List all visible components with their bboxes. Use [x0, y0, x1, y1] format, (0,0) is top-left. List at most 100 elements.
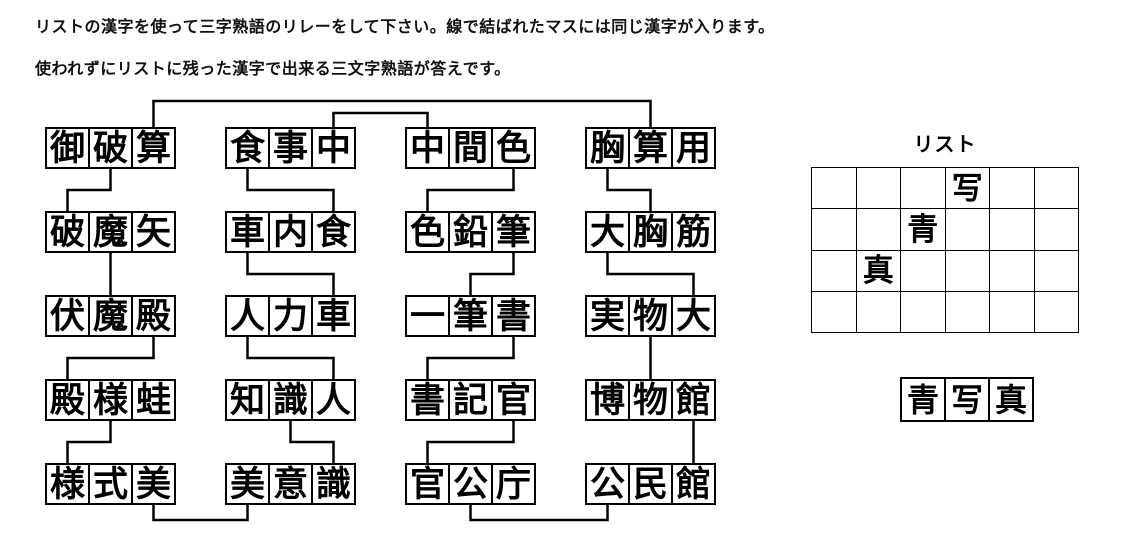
list-cell: [945, 291, 989, 332]
list-cell: [901, 291, 945, 332]
connector-tono: [66, 337, 155, 379]
kanji-cell: 館: [671, 463, 716, 505]
kanji-cell: 識: [311, 463, 356, 505]
kanji-cell: 様: [88, 379, 133, 421]
kanji-cell: 内: [268, 211, 313, 253]
kanji-cell: 実: [585, 295, 630, 337]
connector-kuruma: [246, 253, 335, 295]
kanji-cell: 大: [585, 211, 630, 253]
kanji-cell: 蛙: [131, 379, 176, 421]
list-cell: [990, 209, 1034, 250]
connector-kou: [469, 505, 609, 522]
kanji-cell: 胸: [585, 127, 630, 169]
list-cell: [812, 209, 856, 250]
kanji-cell: 力: [268, 295, 313, 337]
word-box-c1-r2: 破 魔 矢: [45, 211, 176, 253]
kanji-cell: 用: [671, 127, 716, 169]
answer-cell: 真: [988, 377, 1034, 422]
word-box-c2-r1: 食 事 中: [225, 127, 356, 169]
list-cell: [812, 291, 856, 332]
list-cell: [901, 168, 945, 209]
kanji-cell: 人: [225, 295, 270, 337]
kanji-cell: 式: [88, 463, 133, 505]
kanji-cell: 美: [225, 463, 270, 505]
list-cell: [990, 291, 1034, 332]
connector-naka: [332, 111, 429, 127]
list-cell: 青: [901, 209, 945, 250]
connector-mune: [606, 169, 652, 211]
connector-iro: [426, 169, 515, 211]
list-cell: [990, 168, 1034, 209]
kanji-cell: 殿: [45, 379, 90, 421]
connector-dai: [606, 253, 695, 295]
connector-sho: [426, 337, 515, 379]
kanji-cell: 博: [585, 379, 630, 421]
connector-san: [152, 99, 652, 127]
list-cell: [1034, 209, 1078, 250]
kanji-cell: 館: [671, 379, 716, 421]
kanji-cell: 間: [448, 127, 493, 169]
kanji-cell: 中: [311, 127, 356, 169]
word-box-c4-r2: 大 胸 筋: [585, 211, 716, 253]
kanji-cell: 魔: [88, 211, 133, 253]
word-box-c3-r4: 書 記 官: [405, 379, 536, 421]
connector-hito: [246, 337, 335, 379]
list-cell: 真: [856, 250, 900, 291]
connector-fude: [469, 253, 515, 295]
kanji-cell: 矢: [131, 211, 176, 253]
list-cell: [856, 291, 900, 332]
list-cell: [945, 250, 989, 291]
list-title: リスト: [913, 134, 977, 156]
kanji-cell: 筆: [491, 211, 536, 253]
connector-sama: [66, 421, 112, 463]
word-box-c2-r2: 車 内 食: [225, 211, 356, 253]
kanji-cell: 車: [225, 211, 270, 253]
instruction-line-2: 使われずにリストに残った漢字で出来る三文字熟語が答えです。: [35, 61, 511, 78]
list-cell: [1034, 168, 1078, 209]
kanji-cell: 大: [671, 295, 716, 337]
kanji-cell: 識: [268, 379, 313, 421]
kanji-cell: 筋: [671, 211, 716, 253]
kanji-cell: 車: [311, 295, 356, 337]
kanji-cell: 事: [268, 127, 313, 169]
word-box-c4-r3: 実 物 大: [585, 295, 716, 337]
kanji-cell: 官: [405, 463, 450, 505]
kanji-cell: 美: [131, 463, 176, 505]
kanji-cell: 意: [268, 463, 313, 505]
kanji-cell: 鉛: [448, 211, 493, 253]
list-cell: [812, 250, 856, 291]
connector-shoku: [246, 169, 335, 211]
kanji-cell: 書: [405, 379, 450, 421]
kanji-cell: 公: [585, 463, 630, 505]
kanji-cell: 魔: [88, 295, 133, 337]
kanji-cell: 御: [45, 127, 90, 169]
connector-ha: [66, 169, 112, 211]
kanji-cell: 公: [448, 463, 493, 505]
list-cell: [945, 209, 989, 250]
list-cell: [856, 209, 900, 250]
kanji-cell: 色: [491, 127, 536, 169]
list-cell: [1034, 250, 1078, 291]
kanji-cell: 筆: [448, 295, 493, 337]
word-box-c3-r2: 色 鉛 筆: [405, 211, 536, 253]
kanji-cell: 知: [225, 379, 270, 421]
kanji-cell: 人: [311, 379, 356, 421]
word-box-c1-r1: 御 破 算: [45, 127, 176, 169]
kanji-cell: 官: [491, 379, 536, 421]
list-cell: [1034, 291, 1078, 332]
kanji-cell: 殿: [131, 295, 176, 337]
kanji-cell: 物: [628, 295, 673, 337]
list-cell: [812, 168, 856, 209]
word-box-c2-r4: 知 識 人: [225, 379, 356, 421]
kanji-cell: 物: [628, 379, 673, 421]
kanji-cell: 破: [45, 211, 90, 253]
answer-box: 青 写 真: [900, 377, 1034, 422]
word-box-c3-r1: 中 間 色: [405, 127, 536, 169]
word-box-c4-r5: 公 民 館: [585, 463, 716, 505]
list-cell: [901, 250, 945, 291]
word-box-c3-r5: 官 公 庁: [405, 463, 536, 505]
list-cell: [856, 168, 900, 209]
kanji-cell: 庁: [491, 463, 536, 505]
